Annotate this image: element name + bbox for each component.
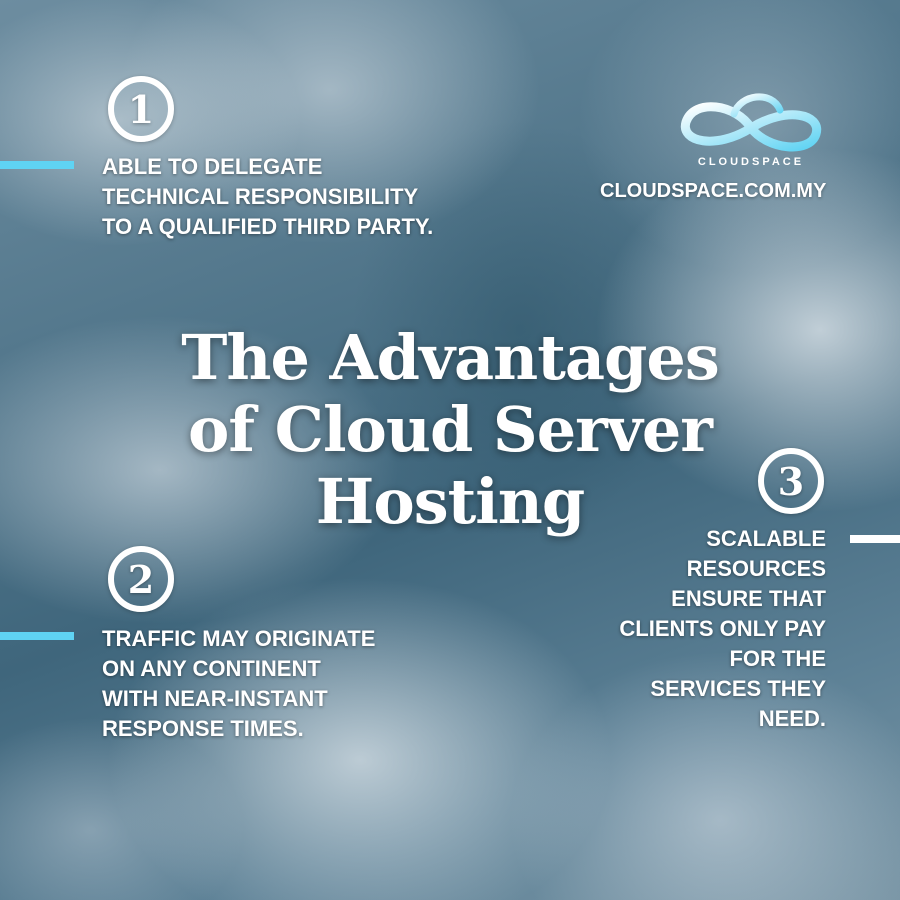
number-badge-3: 3 (758, 448, 824, 514)
website-text: CLOUDSPACE.COM.MY (600, 180, 827, 202)
number-badge-1: 1 (108, 76, 174, 142)
advantage-3-text: SCALABLE RESOURCES ENSURE THAT CLIENTS O… (560, 524, 826, 734)
infinity-cloud-icon (680, 93, 822, 152)
advantage-3-line-3: ENSURE THAT (671, 586, 826, 611)
advantage-2-line-3: WITH NEAR-INSTANT (102, 686, 328, 711)
advantage-3-line-5: FOR THE (729, 646, 826, 671)
advantage-1-text: ABLE TO DELEGATE TECHNICAL RESPONSIBILIT… (102, 152, 522, 242)
advantage-2-line-1: TRAFFIC MAY ORIGINATE (102, 626, 376, 651)
brand-name-text: CLOUDSPACE (697, 156, 805, 168)
advantage-3-line-1: SCALABLE (706, 526, 826, 551)
advantage-1-line-2: TECHNICAL RESPONSIBILITY (102, 184, 419, 209)
accent-rule-1 (0, 161, 74, 169)
advantage-1-line-1: ABLE TO DELEGATE (102, 154, 323, 179)
page-title: The Advantages of Cloud Server Hosting (150, 322, 750, 538)
accent-rule-3 (850, 535, 900, 543)
advantage-2-text: TRAFFIC MAY ORIGINATE ON ANY CONTINENT W… (102, 624, 502, 744)
advantage-3-line-4: CLIENTS ONLY PAY (619, 616, 826, 641)
title-line-2: of Cloud Server (188, 393, 713, 466)
badge-number-2: 2 (127, 556, 155, 602)
advantage-3-line-7: NEED. (758, 706, 826, 731)
title-line-1: The Advantages (181, 321, 720, 394)
number-badge-2: 2 (108, 546, 174, 612)
advantage-2-line-2: ON ANY CONTINENT (102, 656, 321, 681)
badge-number-3: 3 (777, 458, 805, 504)
advantage-3-line-6: SERVICES THEY (650, 676, 826, 701)
accent-rule-2 (0, 632, 74, 640)
advantage-1-line-3: TO A QUALIFIED THIRD PARTY. (102, 214, 434, 239)
website-address: CLOUDSPACE.COM.MY (600, 180, 826, 203)
advantage-3-line-2: RESOURCES (686, 556, 826, 581)
advantage-2-line-4: RESPONSE TIMES. (102, 716, 304, 741)
brand-name: CLOUDSPACE (676, 156, 826, 168)
badge-number-1: 1 (127, 86, 155, 132)
title-line-3: Hosting (315, 465, 585, 538)
